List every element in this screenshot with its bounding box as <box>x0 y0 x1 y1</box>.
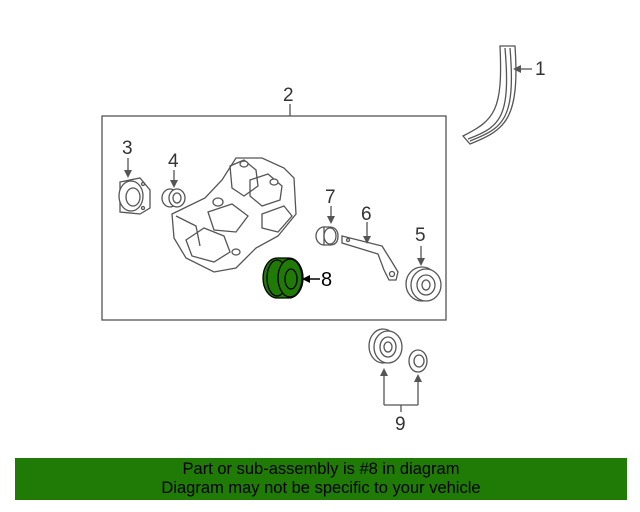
callout-4: 4 <box>168 151 179 172</box>
arrow-4 <box>170 180 178 188</box>
callout-9: 9 <box>395 414 406 435</box>
part-1-seal-strip[interactable] <box>461 45 517 145</box>
banner-line-1: Part or sub-assembly is #8 in diagram <box>182 460 460 478</box>
differential-housing[interactable] <box>171 157 297 273</box>
arrow-7 <box>327 216 335 224</box>
part-5-bearing[interactable] <box>405 266 442 302</box>
info-banner: Part or sub-assembly is #8 in diagram Di… <box>15 458 627 500</box>
part-3-flange[interactable] <box>118 177 151 215</box>
arrow-8 <box>302 275 310 283</box>
arrow-1 <box>513 65 521 73</box>
assembly-box <box>101 115 447 321</box>
arrow-3 <box>124 170 132 178</box>
arrow-6 <box>363 236 371 244</box>
callout-3: 3 <box>122 138 133 159</box>
banner-line-2: Diagram may not be specific to your vehi… <box>161 479 481 497</box>
part-7-bushing[interactable] <box>315 226 339 246</box>
part-8-bushing-highlighted[interactable] <box>262 257 304 299</box>
part-6-bracket[interactable] <box>341 235 399 281</box>
part-9-bearing-set[interactable] <box>368 328 428 373</box>
callout-8: 8 <box>321 269 333 291</box>
arrow-5 <box>417 258 425 266</box>
callout-1: 1 <box>535 59 546 80</box>
leader-9 <box>380 368 422 412</box>
part-4-seal[interactable] <box>161 188 186 208</box>
callout-7: 7 <box>325 187 336 208</box>
callout-5: 5 <box>415 225 426 246</box>
callout-2: 2 <box>283 85 294 106</box>
callout-6: 6 <box>361 204 372 225</box>
